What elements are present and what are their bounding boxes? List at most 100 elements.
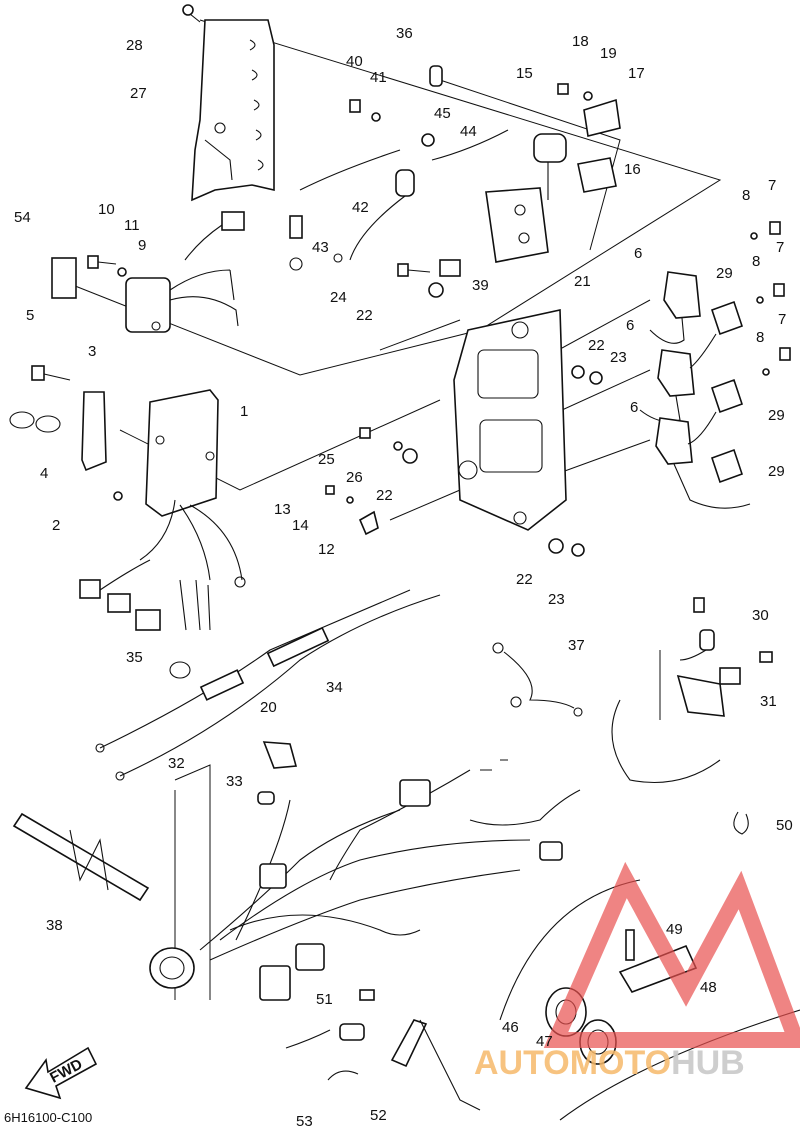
part-44-lead[interactable]: [431, 129, 509, 161]
part-43-lead[interactable]: [289, 149, 401, 271]
part-4-clamp[interactable]: [9, 411, 61, 433]
label-15: 15: [516, 65, 533, 82]
part-15-switch[interactable]: [533, 133, 567, 200]
part-5-bolt[interactable]: [31, 365, 71, 381]
part-7-bolt-bottom[interactable]: [779, 347, 791, 361]
part-28-screw[interactable]: [182, 4, 201, 23]
label-38: 38: [46, 917, 63, 934]
part-35-clip[interactable]: [169, 661, 191, 679]
label-14: 14: [292, 517, 309, 534]
part-33-cap[interactable]: [257, 791, 275, 805]
part-39-unit[interactable]: [439, 187, 549, 277]
part-2-screw[interactable]: [113, 491, 123, 501]
part-26-washer[interactable]: [393, 441, 403, 451]
label-16: 16: [624, 161, 641, 178]
label-50: 50: [776, 817, 793, 834]
part-14-washer[interactable]: [346, 496, 354, 504]
label-3: 3: [88, 343, 96, 360]
label-19: 19: [600, 45, 617, 62]
label-31: 31: [760, 693, 777, 710]
part-20-clamp[interactable]: [262, 741, 298, 769]
part-31-sensor[interactable]: [676, 651, 773, 717]
label-7-a: 7: [768, 177, 776, 194]
part-7-bolt-top[interactable]: [769, 221, 781, 235]
part-22-grommet[interactable]: [428, 282, 444, 298]
part-22-grommet-mid[interactable]: [402, 448, 418, 464]
part-29-cap-mid[interactable]: [687, 378, 744, 445]
label-28: 28: [126, 37, 143, 54]
part-32-main-harness[interactable]: [149, 759, 581, 1001]
watermark-part2: HUB: [671, 1044, 745, 1082]
part-7-bolt-mid[interactable]: [773, 283, 785, 297]
part-19-washer[interactable]: [583, 91, 593, 101]
label-46: 46: [502, 1019, 519, 1036]
automotohub-logo: [543, 861, 800, 1048]
part-11-washer[interactable]: [117, 267, 127, 277]
label-43: 43: [312, 239, 329, 256]
part-6-coil-bottom[interactable]: [655, 417, 751, 509]
label-22-b: 22: [588, 337, 605, 354]
label-40: 40: [346, 53, 363, 70]
part-42-plug-cap[interactable]: [349, 169, 415, 261]
part-34-wire-harness[interactable]: [95, 589, 441, 781]
part-22-grommet-right[interactable]: [571, 365, 585, 379]
part-50-clip[interactable]: [733, 811, 749, 835]
part-36-cap[interactable]: [429, 65, 443, 87]
part-54-label[interactable]: [51, 257, 77, 299]
label-24: 24: [330, 289, 347, 306]
label-7-c: 7: [778, 311, 786, 328]
label-20: 20: [260, 699, 277, 716]
part-23-collar-lower[interactable]: [571, 543, 585, 557]
part-37-ground-lead[interactable]: [492, 642, 583, 717]
part-25-bolt[interactable]: [359, 427, 371, 439]
part-9-rectifier[interactable]: [125, 211, 245, 333]
part-8-washer-top[interactable]: [750, 232, 758, 240]
part-38-strap[interactable]: [12, 812, 150, 902]
part-21-plate[interactable]: [453, 309, 567, 531]
label-39: 39: [472, 277, 489, 294]
part-6-coil-top[interactable]: [649, 271, 701, 344]
part-6-coil-mid[interactable]: [639, 349, 695, 423]
label-18: 18: [572, 33, 589, 50]
part-51-switch-lead[interactable]: [285, 989, 375, 1049]
part-10-bolt[interactable]: [87, 255, 117, 269]
part-24-bolt[interactable]: [397, 263, 431, 277]
part-29-cap-bottom[interactable]: [710, 448, 744, 484]
part-13-screw[interactable]: [325, 485, 335, 495]
label-30: 30: [752, 607, 769, 624]
part-16-holder[interactable]: [577, 157, 617, 193]
label-48: 48: [700, 979, 717, 996]
part-3-bracket[interactable]: [81, 391, 107, 472]
label-8-a: 8: [742, 187, 750, 204]
watermark-text: AUTOMOTOHUB: [474, 1044, 745, 1083]
part-29-cap-top[interactable]: [689, 300, 744, 369]
label-22-a: 22: [356, 307, 373, 324]
part-12-clip[interactable]: [358, 510, 379, 536]
part-1-cdi-unit[interactable]: [79, 389, 246, 631]
part-40-bolt[interactable]: [349, 99, 361, 113]
engine-outline-right: [611, 699, 721, 783]
watermark-part1: AUTOMOTO: [474, 1044, 672, 1082]
part-18-bolt[interactable]: [557, 83, 569, 95]
part-17-bracket[interactable]: [583, 98, 621, 137]
part-49-screw[interactable]: [625, 929, 635, 961]
label-29-c: 29: [768, 463, 785, 480]
diagram-code: 6H16100-C100: [4, 1110, 93, 1125]
label-41: 41: [370, 69, 387, 86]
label-13: 13: [274, 501, 291, 518]
part-27-cover[interactable]: [191, 19, 275, 202]
part-52-bracket[interactable]: [390, 1019, 428, 1068]
label-47: 47: [536, 1033, 553, 1050]
part-23-collar-right[interactable]: [589, 371, 603, 385]
fwd-arrow-icon: FWD: [24, 1046, 98, 1100]
part-8-washer-bottom[interactable]: [762, 368, 770, 376]
part-41-washer[interactable]: [371, 112, 381, 122]
part-53-clip[interactable]: [327, 1070, 359, 1081]
label-21: 21: [574, 273, 591, 290]
part-45-grommet[interactable]: [421, 133, 435, 147]
label-6-c: 6: [630, 399, 638, 416]
part-8-washer-mid[interactable]: [756, 296, 764, 304]
part-22-grommet-lower[interactable]: [548, 538, 564, 554]
part-30-sensor-lead[interactable]: [679, 597, 715, 661]
label-27: 27: [130, 85, 147, 102]
